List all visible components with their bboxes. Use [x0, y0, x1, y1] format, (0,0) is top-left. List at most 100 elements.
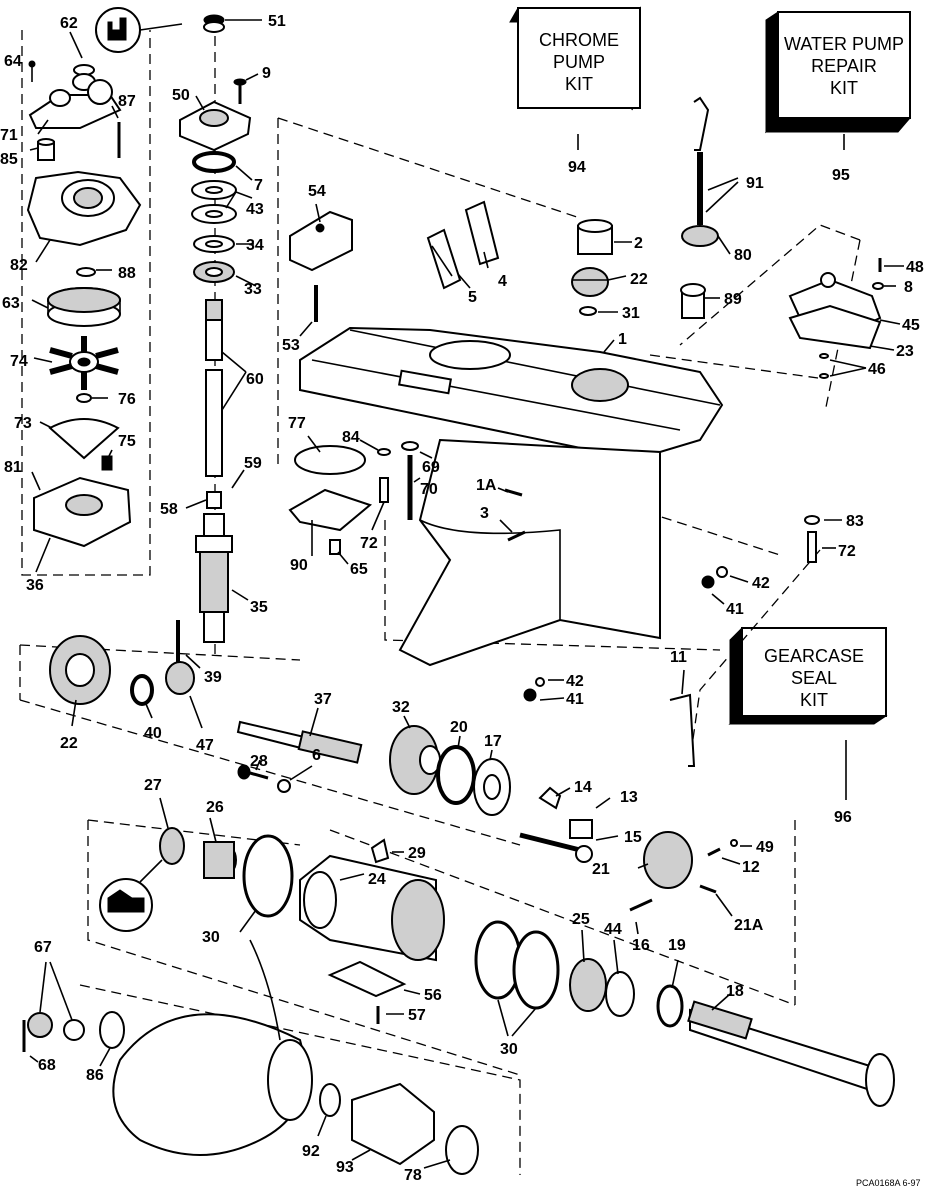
part-label-42: 42	[752, 575, 770, 592]
gearcase-seal-kit-box: GEARCASE SEAL KIT	[728, 626, 888, 725]
part-label-72: 72	[838, 543, 856, 560]
gearcase-seal-kit-line1: GEARCASE	[764, 646, 864, 666]
part-label-37: 37	[314, 691, 332, 708]
part-label-60: 60	[246, 371, 264, 388]
part-label-2: 2	[634, 235, 643, 252]
part-label-72: 72	[360, 535, 378, 552]
propeller-parts	[22, 939, 479, 1175]
part-label-13: 13	[620, 789, 638, 806]
water-pump-kit-line1: WATER PUMP	[784, 34, 904, 54]
part-label-86: 86	[86, 1067, 104, 1084]
part-label-95: 95	[832, 167, 850, 184]
gearcase-seal-kit-line3: KIT	[800, 690, 828, 710]
part-label-22: 22	[630, 271, 648, 288]
part-number-labels: 62 64 87 71 85 82 88 63 74 76 73 75 81 3…	[0, 13, 924, 1188]
water-pump-kit-line2: REPAIR	[811, 56, 877, 76]
figure-code: PCA0168A 6-97	[856, 1178, 921, 1188]
part-label-51: 51	[268, 13, 286, 30]
part-label-62: 62	[60, 15, 78, 32]
part-label-85: 85	[0, 151, 18, 168]
chrome-pump-kit-box: CHROME PUMP KIT	[509, 6, 641, 111]
part-label-1A: 1A	[476, 477, 497, 494]
part-label-11: 11	[670, 649, 687, 666]
trim-parts	[288, 441, 820, 767]
part-label-53: 53	[282, 337, 300, 354]
part-label-21A: 21A	[734, 917, 764, 934]
part-label-32: 32	[392, 699, 410, 716]
part-label-34: 34	[246, 237, 264, 254]
lubricant-bracket-icon	[99, 859, 163, 932]
part-label-81: 81	[4, 459, 22, 476]
part-label-36: 36	[26, 577, 44, 594]
part-label-27: 27	[144, 777, 162, 794]
part-label-80: 80	[734, 247, 752, 264]
part-label-9: 9	[262, 65, 271, 82]
water-pump-parts	[26, 60, 142, 548]
part-label-5: 5	[468, 289, 477, 306]
part-label-96: 96	[834, 809, 852, 826]
part-label-22: 22	[60, 735, 78, 752]
part-label-69: 69	[422, 459, 440, 476]
part-label-47: 47	[196, 737, 214, 754]
part-label-15: 15	[624, 829, 642, 846]
part-label-63: 63	[2, 295, 20, 312]
part-label-30: 30	[500, 1041, 518, 1058]
part-label-45: 45	[902, 317, 920, 334]
part-label-50: 50	[172, 87, 190, 104]
part-label-16: 16	[632, 937, 650, 954]
part-label-21: 21	[592, 861, 610, 878]
part-label-24: 24	[368, 871, 386, 888]
part-label-7: 7	[254, 177, 263, 194]
part-label-26: 26	[206, 799, 224, 816]
part-label-65: 65	[350, 561, 368, 578]
part-label-78: 78	[404, 1167, 422, 1184]
part-label-39: 39	[204, 669, 222, 686]
part-label-30: 30	[202, 929, 220, 946]
part-label-25: 25	[572, 911, 590, 928]
part-label-1: 1	[618, 331, 627, 348]
part-label-67: 67	[34, 939, 52, 956]
part-label-6: 6	[312, 747, 321, 764]
part-label-8: 8	[904, 279, 913, 296]
part-label-17: 17	[484, 733, 502, 750]
chrome-pump-kit-line3: KIT	[565, 74, 593, 94]
part-label-71: 71	[0, 127, 18, 144]
lubricant-hand-icon	[95, 7, 183, 53]
gearcase-housing	[299, 326, 728, 702]
part-label-84: 84	[342, 429, 360, 446]
part-label-64: 64	[4, 53, 22, 70]
part-label-28: 28	[250, 753, 268, 770]
part-label-33: 33	[244, 281, 262, 298]
part-label-19: 19	[668, 937, 686, 954]
driveshaft-parts	[95, 7, 252, 662]
part-label-56: 56	[424, 987, 442, 1004]
part-label-29: 29	[408, 845, 426, 862]
part-label-87: 87	[118, 93, 136, 110]
part-label-68: 68	[38, 1057, 56, 1074]
part-label-12: 12	[742, 859, 760, 876]
gearcase-seal-kit-line2: SEAL	[791, 668, 837, 688]
part-label-75: 75	[118, 433, 136, 450]
part-label-70: 70	[420, 481, 438, 498]
part-label-42: 42	[566, 673, 584, 690]
part-label-76: 76	[118, 391, 136, 408]
gearcase-upper-parts	[289, 96, 884, 379]
part-label-43: 43	[246, 201, 264, 218]
part-label-14: 14	[574, 779, 592, 796]
part-label-90: 90	[290, 557, 308, 574]
chrome-pump-kit-line2: PUMP	[553, 52, 605, 72]
part-label-41: 41	[566, 691, 584, 708]
chrome-pump-kit-line1: CHROME	[539, 30, 619, 50]
part-label-44: 44	[604, 921, 622, 938]
part-label-49: 49	[756, 839, 774, 856]
part-label-31: 31	[622, 305, 640, 322]
part-label-20: 20	[450, 719, 468, 736]
part-label-74: 74	[10, 353, 28, 370]
part-label-91: 91	[746, 175, 764, 192]
part-label-41: 41	[726, 601, 744, 618]
lower-gear-train	[49, 635, 895, 1107]
part-label-48: 48	[906, 259, 924, 276]
part-label-40: 40	[144, 725, 162, 742]
leader-lines	[29, 19, 904, 1169]
